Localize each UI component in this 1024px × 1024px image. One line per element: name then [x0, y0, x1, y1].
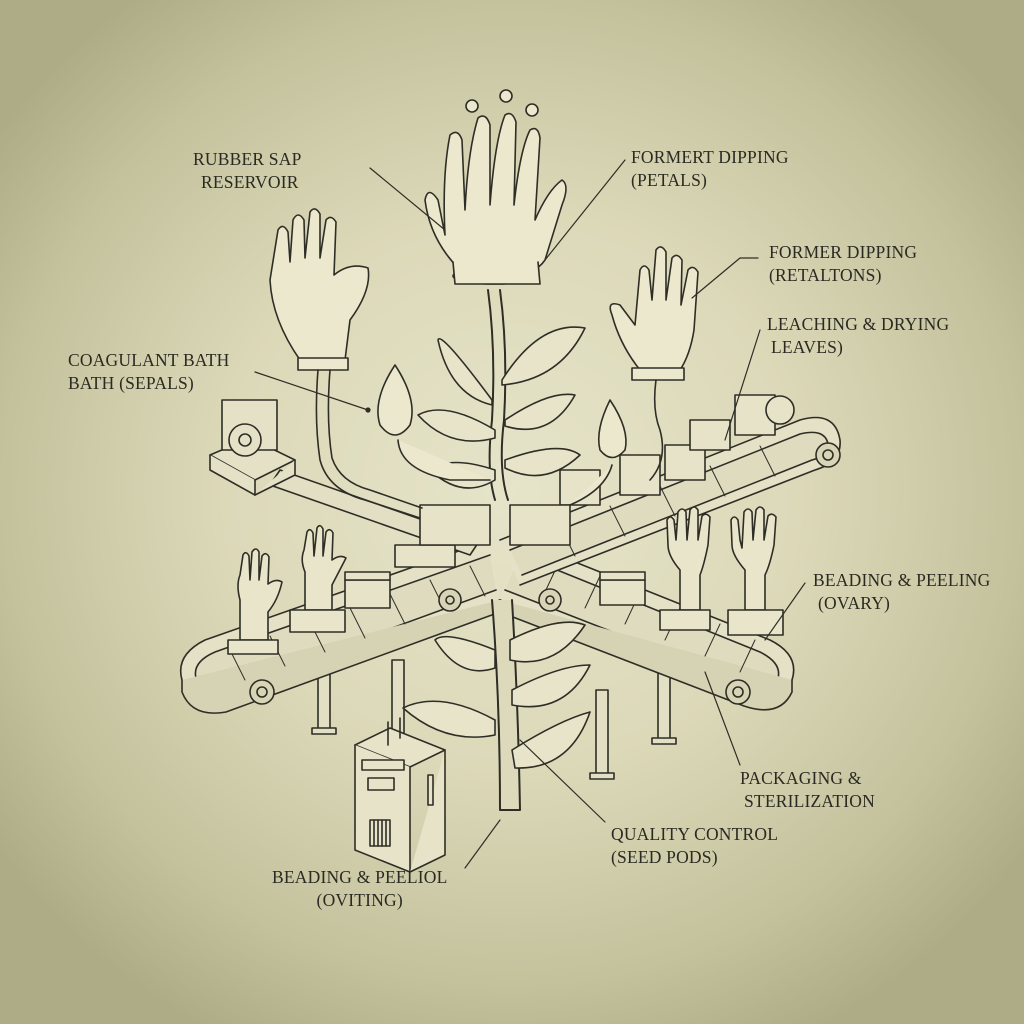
label-line: COAGULANT BATH [68, 350, 230, 370]
label-formert-dipping-petals: FORMERT DIPPING (PETALS) [631, 146, 789, 192]
label-line: QUALITY CONTROL [611, 824, 779, 844]
leader-leaching [724, 329, 761, 441]
leader-beading-ovary [764, 582, 806, 641]
leader-packaging [704, 671, 741, 766]
belt-machines [344, 394, 795, 609]
upper-right-conveyor-belt [499, 416, 841, 586]
leader-former-dipping [691, 257, 759, 299]
label-line: RESERVOIR [201, 172, 299, 192]
label-line: FORMER DIPPING [769, 242, 918, 262]
right-glove-former [609, 246, 699, 481]
leader-quality-control [519, 739, 606, 823]
label-line: LEAVES) [771, 337, 844, 357]
label-line: RUBBER SAP [193, 149, 302, 169]
leader-coagulant [254, 371, 369, 411]
control-cabinet [354, 717, 446, 873]
label-line: (SEED PODS) [611, 847, 718, 867]
label-quality-control-seed-pods: QUALITY CONTROL (SEED PODS) [611, 823, 778, 869]
label-line: BEADING & PEELIOL [272, 867, 448, 887]
plant-leaves [402, 326, 591, 769]
label-line: (RETALTONS) [769, 265, 882, 285]
label-line: (PETALS) [631, 170, 708, 190]
leader-rubber-sap [369, 167, 446, 231]
label-coagulant-bath-sepals: COAGULANT BATH BATH (SEPALS) [68, 349, 229, 395]
label-line: BATH (SEPALS) [68, 373, 194, 393]
label-packaging-sterilization: PACKAGING & STERILIZATION [740, 767, 875, 813]
motor-unit [209, 399, 296, 496]
label-former-dipping-retaltons: FORMER DIPPING (RETALTONS) [769, 241, 917, 287]
label-leaching-drying-leaves: LEACHING & DRYING LEAVES) [767, 313, 949, 359]
label-line: BEADING & PEELING [813, 570, 991, 590]
label-line: PACKAGING & [740, 768, 862, 788]
label-line: STERILIZATION [744, 791, 875, 811]
label-beading-peeling-ovary: BEADING & PEELING (OVARY) [813, 569, 990, 615]
leader-formert-dipping [544, 159, 626, 261]
label-line: LEACHING & DRYING [767, 314, 950, 334]
flower-buds [377, 364, 627, 506]
label-rubber-sap-reservoir: RUBBER SAP RESERVOIR [193, 148, 302, 194]
conveyor-gloves [227, 506, 784, 655]
leader-beading-peeliol [464, 819, 501, 869]
label-line: (OVARY) [818, 593, 891, 613]
label-beading-peeliol-oviting: BEADING & PEELIOL (OVITING) [272, 866, 447, 912]
leader-lines [254, 159, 806, 869]
top-glove-flower [424, 89, 567, 285]
label-line: FORMERT DIPPING [631, 147, 789, 167]
label-line: (OVITING) [316, 890, 403, 910]
